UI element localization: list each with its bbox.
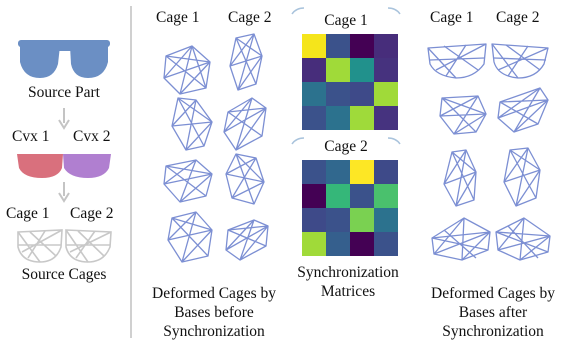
matrix1-cell-r0-c1 [326,34,350,58]
source-cage2-label: Cage 2 [70,205,114,222]
matrix2-cell-r3-c3 [374,232,398,256]
matrices-caption-line-1: Synchronization [297,264,399,281]
before-caption-line-2: Bases before [174,304,254,321]
matrix1-cell-r0-c2 [350,34,374,58]
matrices-caption-line-2: Matrices [320,283,376,300]
source-part-label: Source Part [28,84,100,101]
before-cage-r1-c1 [163,45,211,95]
synchronization-matrix-2 [302,160,398,256]
arrow-down-2 [58,182,70,203]
matrix2-cell-r3-c2 [350,232,374,256]
matrix2-cell-r1-c1 [326,184,350,208]
after-cage-r1-c2 [491,43,549,79]
matrix1-cell-r3-c2 [350,106,374,130]
after-caption-line-3: Synchronization [442,323,544,340]
matrix1-cell-r2-c0 [302,82,326,106]
matrix1-cell-r1-c1 [326,58,350,82]
matrix2-cell-r1-c3 [374,184,398,208]
matrix1-cell-r0-c3 [374,34,398,58]
matrix1-cell-r1-c0 [302,58,326,82]
matrix1-cell-r3-c1 [326,106,350,130]
matrix2-title: Cage 2 [324,138,368,155]
matrix2-cell-r0-c3 [374,160,398,184]
source-part-sunglasses [18,40,110,78]
before-caption-line-3: Synchronization [163,323,265,340]
after-caption-line-2: Bases after [458,304,528,321]
matrix2-cell-r2-c0 [302,208,326,232]
convex-parts [17,154,111,178]
before-cage-r3-c2 [225,153,265,205]
matrix2-cell-r2-c1 [326,208,350,232]
matrix2-cell-r0-c1 [326,160,350,184]
synchronization-matrix-1 [302,34,398,130]
cvx1-label: Cvx 1 [12,128,50,145]
after-cage-r4-c1 [431,217,491,261]
after-cage-r1-c1 [427,43,487,79]
arrow-down-1 [58,108,70,130]
matrix1-title: Cage 1 [324,12,368,29]
matrix2-cell-r3-c0 [302,232,326,256]
source-cage1-label: Cage 1 [6,205,50,222]
after-cage-r2-c1 [439,95,487,135]
after-cage-r2-c2 [497,87,549,133]
matrix1-cell-r0-c0 [302,34,326,58]
matrix1-cell-r2-c1 [326,82,350,106]
source-cages [17,229,112,263]
after-cage-r3-c1 [443,149,477,207]
before-cage-r3-c1 [163,159,213,203]
matrix2-cell-r2-c2 [350,208,374,232]
matrix1-cell-r3-c0 [302,106,326,130]
matrix1-cell-r2-c2 [350,82,374,106]
before-cage-r2-c1 [171,97,213,151]
matrix1-cell-r1-c3 [374,58,398,82]
matrix2-cell-r1-c0 [302,184,326,208]
before-caption-line-1: Deformed Cages by [152,285,276,302]
matrix1-cell-r2-c3 [374,82,398,106]
source-cages-label: Source Cages [21,266,107,283]
before-cage2-label: Cage 2 [228,9,272,26]
before-cage-r2-c2 [223,97,267,151]
matrix1-cell-r1-c2 [350,58,374,82]
after-cage-r3-c2 [503,147,541,207]
matrix2-cell-r0-c2 [350,160,374,184]
matrix1-cell-r3-c3 [374,106,398,130]
cvx2-label: Cvx 2 [73,128,111,145]
matrix2-cell-r1-c2 [350,184,374,208]
after-cage2-label: Cage 2 [496,9,540,26]
after-cage1-label: Cage 1 [430,9,474,26]
panel-divider [130,6,132,338]
before-cage1-label: Cage 1 [156,9,200,26]
before-cage-r4-c1 [167,211,213,263]
matrix2-cell-r2-c3 [374,208,398,232]
after-cage-r4-c2 [495,217,551,261]
before-cage-r4-c2 [225,219,269,261]
matrix2-cell-r3-c1 [326,232,350,256]
before-cage-r1-c2 [229,33,263,91]
matrix2-cell-r0-c0 [302,160,326,184]
after-caption-line-1: Deformed Cages by [431,285,555,302]
